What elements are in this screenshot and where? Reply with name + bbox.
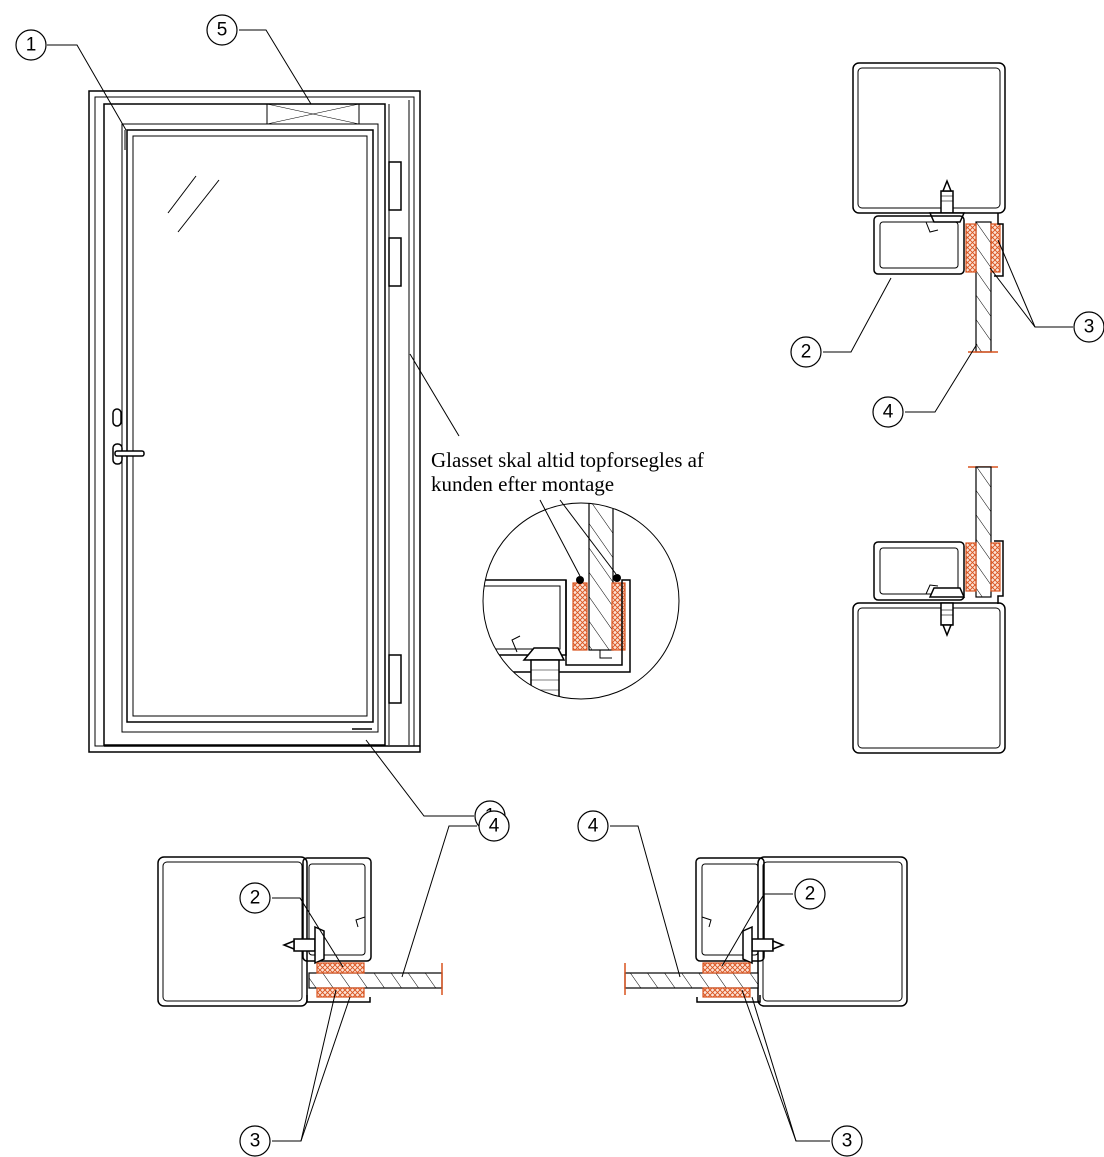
- note-line-2: kunden efter montage: [431, 472, 614, 496]
- callout-3-br: 3: [741, 989, 863, 1157]
- note-line-1: Glasset skal altid topforsegles af: [431, 448, 704, 472]
- section-top-right: [852, 62, 1006, 353]
- callout-number: 2: [805, 884, 816, 905]
- callout-2-right: 2: [790, 277, 892, 368]
- callout-number: 1: [26, 35, 37, 56]
- callout-2-bl: 2: [239, 882, 344, 968]
- hinge: [388, 654, 402, 704]
- callout-4-right: 4: [872, 343, 978, 428]
- callout-3-right: 3: [989, 239, 1104, 343]
- hinge: [388, 161, 402, 211]
- top-seal-bead: [576, 576, 584, 584]
- callout-number: 3: [842, 1131, 853, 1152]
- section-bottom-right-mirror: [624, 856, 908, 1007]
- callout-number: 3: [250, 1131, 261, 1152]
- hinge: [388, 237, 402, 287]
- lock-cylinder: [112, 408, 122, 427]
- door-handle: [112, 443, 145, 465]
- callout-number: 3: [1084, 317, 1095, 338]
- callout-3-bl: 3: [239, 989, 351, 1157]
- callout-4-bl: 4: [401, 810, 510, 978]
- glass-reflection: [167, 175, 197, 214]
- callout-number: 2: [250, 888, 261, 909]
- section-bottom-right: [852, 466, 1006, 754]
- seal-detail-circle: [482, 499, 680, 700]
- callout-5: 5: [206, 14, 312, 105]
- door-elevation: [88, 90, 421, 753]
- top-seal-bead: [613, 574, 621, 582]
- callout-4-br: 4: [577, 810, 681, 978]
- callout-number: 4: [883, 402, 894, 423]
- glass-reflection: [177, 179, 220, 233]
- callout-number: 4: [588, 816, 599, 837]
- callout-1-top: 1: [15, 29, 127, 131]
- callout-number: 4: [489, 816, 500, 837]
- door-closer: [266, 103, 360, 125]
- callout-number: 5: [217, 20, 228, 41]
- callout-2-br: 2: [721, 878, 826, 967]
- section-bottom-left: [157, 856, 443, 1007]
- callout-number: 2: [801, 342, 812, 363]
